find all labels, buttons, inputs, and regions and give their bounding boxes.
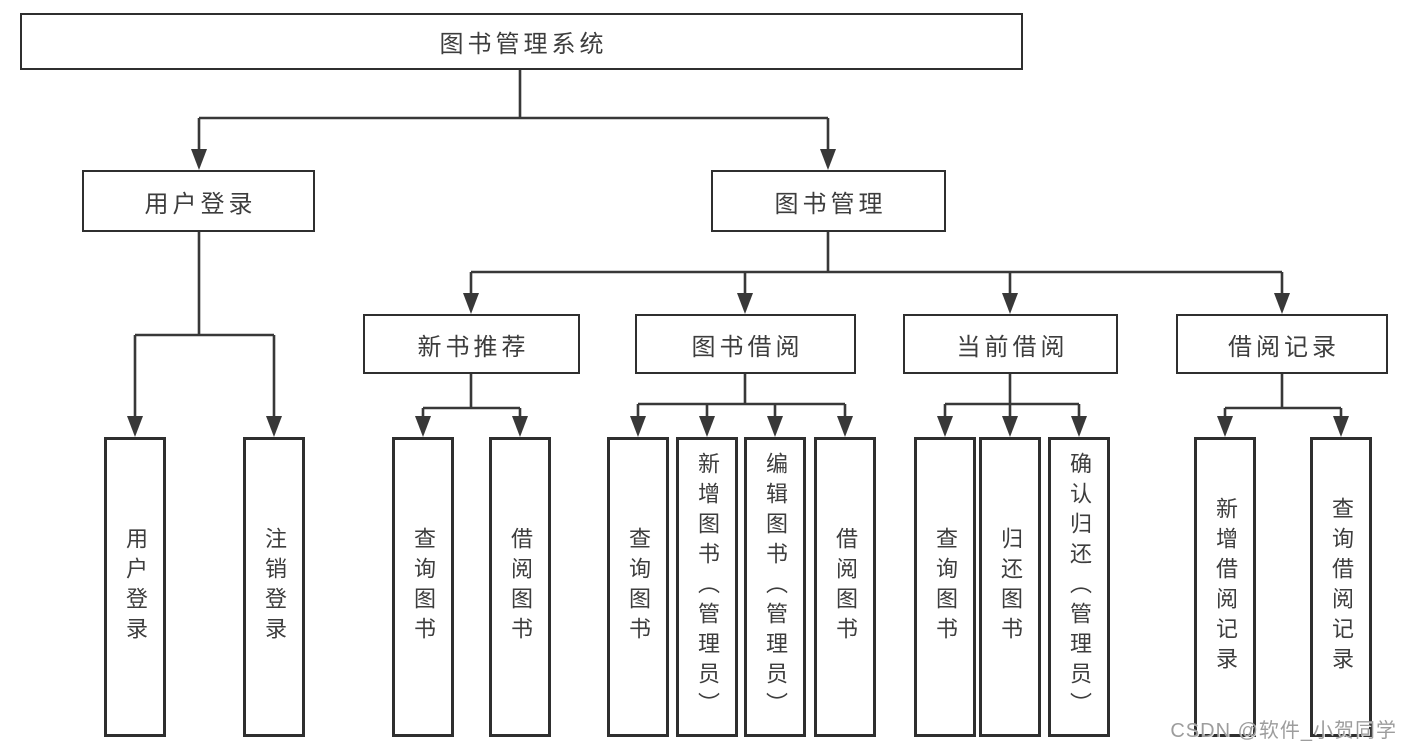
node-current-borrowing: 当前借阅 bbox=[903, 314, 1118, 374]
node-borrowing-records: 借阅记录 bbox=[1176, 314, 1388, 374]
leaf-borrow-borrow-books: 借阅图书 bbox=[814, 437, 876, 737]
node-user-login: 用户登录 bbox=[82, 170, 315, 232]
leaf-records-query-record: 查询借阅记录 bbox=[1310, 437, 1372, 737]
leaf-records-add-record: 新增借阅记录 bbox=[1194, 437, 1256, 737]
node-root: 图书管理系统 bbox=[20, 13, 1023, 70]
watermark: CSDN @软件_小贺同学 bbox=[1170, 720, 1397, 742]
leaf-newrec-query-books: 查询图书 bbox=[392, 437, 454, 737]
leaf-borrow-edit-books-admin: 编辑图书（管理员） bbox=[744, 437, 806, 737]
leaf-newrec-borrow-books: 借阅图书 bbox=[489, 437, 551, 737]
node-book-borrowing: 图书借阅 bbox=[635, 314, 856, 374]
leaf-borrow-add-books-admin: 新增图书（管理员） bbox=[676, 437, 738, 737]
leaf-current-confirm-return-admin: 确认归还（管理员） bbox=[1048, 437, 1110, 737]
leaf-current-return-books: 归还图书 bbox=[979, 437, 1041, 737]
leaf-logout: 注销登录 bbox=[243, 437, 305, 737]
leaf-current-query-books: 查询图书 bbox=[914, 437, 976, 737]
leaf-user-login: 用户登录 bbox=[104, 437, 166, 737]
leaf-borrow-query-books: 查询图书 bbox=[607, 437, 669, 737]
node-new-book-recommend: 新书推荐 bbox=[363, 314, 580, 374]
node-book-management: 图书管理 bbox=[711, 170, 946, 232]
